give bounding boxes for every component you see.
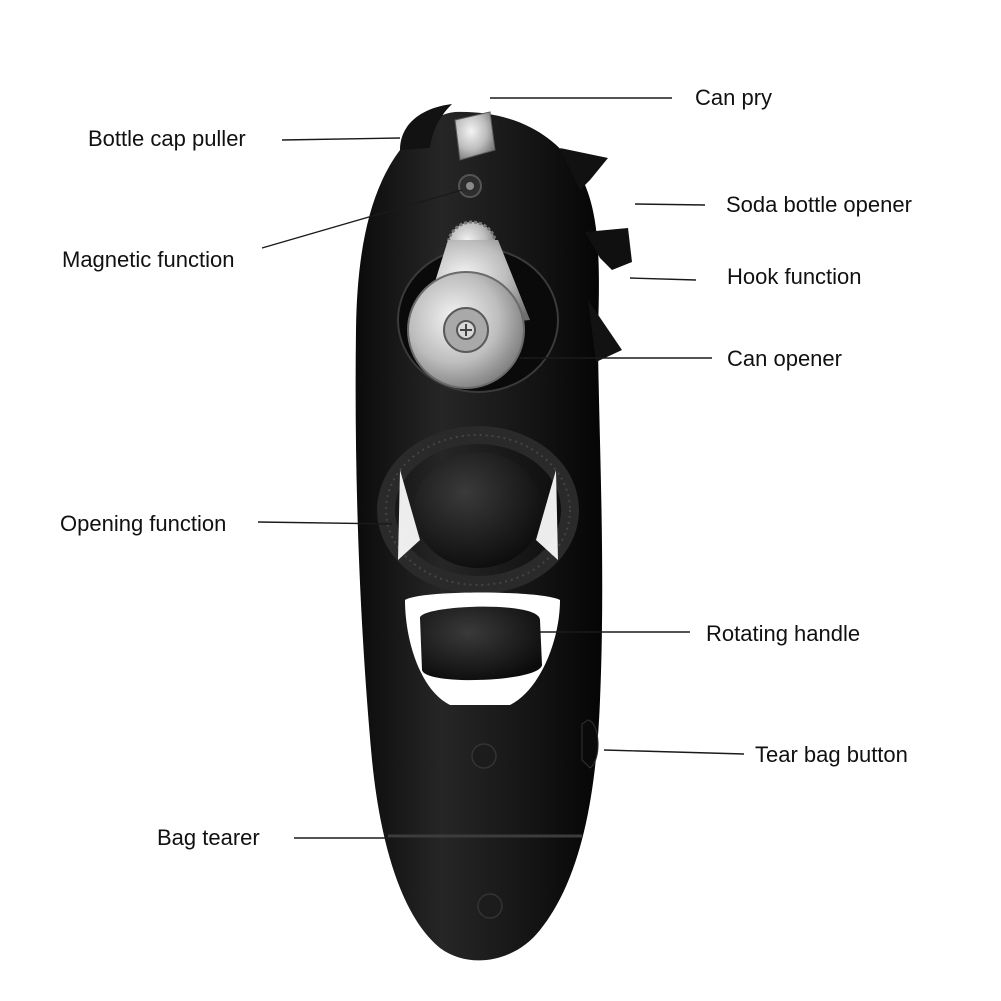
bottle-cap-puller-hook	[400, 104, 452, 150]
label-hook-function: Hook function	[727, 264, 862, 289]
label-rotating-handle: Rotating handle	[706, 621, 861, 646]
leader-opening-function	[257, 521, 393, 525]
side-fin	[588, 300, 622, 362]
label-can-opener: Can opener	[727, 346, 842, 371]
label-bag-tearer: Bag tearer	[157, 825, 260, 850]
leader-bottle-cap-puller	[281, 137, 401, 141]
can-pry-tab	[454, 111, 496, 161]
label-can-pry: Can pry	[695, 85, 773, 110]
leader-hook-function	[629, 277, 697, 281]
opening-knob	[414, 452, 542, 568]
label-bottle-cap-puller: Bottle cap puller	[88, 126, 246, 151]
soda-opener-fin	[560, 148, 608, 190]
rotating-handle	[420, 606, 542, 681]
label-opening-function: Opening function	[60, 511, 227, 536]
leader-soda-bottle-opener	[634, 203, 706, 206]
leader-tear-bag-button	[603, 749, 745, 755]
leader-magnetic-function	[261, 189, 463, 249]
label-tear-bag-button: Tear bag button	[755, 742, 908, 767]
label-soda-bottle-opener: Soda bottle opener	[726, 192, 912, 217]
label-magnetic-function: Magnetic function	[62, 247, 235, 272]
hook-function-part	[585, 228, 632, 270]
tear-bag-button	[581, 719, 599, 769]
